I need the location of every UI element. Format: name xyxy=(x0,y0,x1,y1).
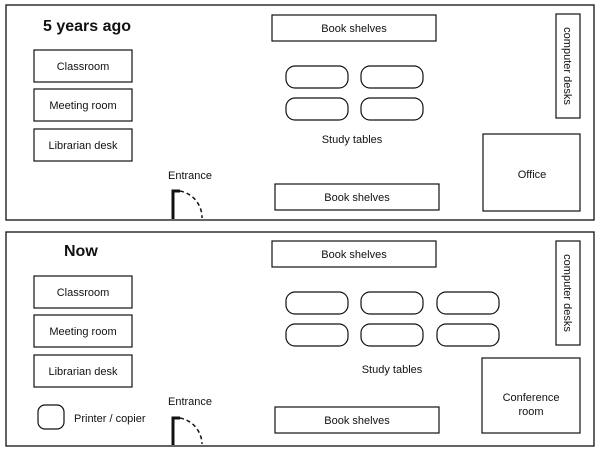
study-table xyxy=(436,323,500,347)
book-shelves-bottom-label: Book shelves xyxy=(324,192,390,204)
panel-now: Now Book shelves computer desks Classroo… xyxy=(5,231,595,447)
entrance-label: Entrance xyxy=(168,396,212,408)
book-shelves-bottom: Book shelves xyxy=(274,183,440,211)
office: Office xyxy=(482,133,581,212)
computer-desks: computer desks xyxy=(555,13,581,119)
study-table xyxy=(285,65,349,89)
printer-copier: Printer / copier xyxy=(37,404,146,430)
study-tables-label: Study tables xyxy=(322,134,383,146)
entrance-door-icon xyxy=(171,416,180,445)
conference-room-label-line2: room xyxy=(518,406,543,418)
study-table xyxy=(285,97,349,121)
classroom: Classroom xyxy=(33,49,133,83)
computer-desks-label: computer desks xyxy=(561,254,573,332)
study-table xyxy=(285,291,349,315)
computer-desks: computer desks xyxy=(555,240,581,346)
librarian-desk: Librarian desk xyxy=(33,128,133,162)
book-shelves-top-label: Book shelves xyxy=(321,249,387,261)
classroom-label: Classroom xyxy=(57,61,110,73)
study-table xyxy=(436,291,500,315)
book-shelves-bottom-label: Book shelves xyxy=(324,415,390,427)
office-label: Office xyxy=(518,169,547,181)
study-table xyxy=(360,65,424,89)
conference-room: Conference room xyxy=(481,357,581,434)
librarian-desk-label: Librarian desk xyxy=(48,140,118,152)
printer-copier-label: Printer / copier xyxy=(74,413,146,425)
printer-copier-icon xyxy=(37,404,65,430)
book-shelves-top-label: Book shelves xyxy=(321,23,387,35)
entrance: Entrance xyxy=(168,396,212,445)
librarian-desk: Librarian desk xyxy=(33,354,133,388)
entrance: Entrance xyxy=(168,170,212,219)
meeting-room: Meeting room xyxy=(33,88,133,122)
book-shelves-top: Book shelves xyxy=(271,14,437,42)
entrance-label: Entrance xyxy=(168,170,212,182)
door-swing-icon xyxy=(179,190,203,219)
meeting-room: Meeting room xyxy=(33,314,133,348)
door-swing-icon xyxy=(179,417,203,445)
panel-heading: Now xyxy=(64,243,98,260)
entrance-door-icon xyxy=(171,189,180,219)
meeting-room-label: Meeting room xyxy=(49,326,116,338)
study-tables-label: Study tables xyxy=(362,364,423,376)
librarian-desk-label: Librarian desk xyxy=(48,366,118,378)
study-table xyxy=(285,323,349,347)
study-table xyxy=(360,323,424,347)
study-tables-group: Study tables xyxy=(285,65,424,146)
book-shelves-top: Book shelves xyxy=(271,240,437,268)
panel-five-years-ago: 5 years ago Book shelves computer desks … xyxy=(5,4,595,221)
classroom-label: Classroom xyxy=(57,287,110,299)
study-tables-group: Study tables xyxy=(285,291,500,376)
book-shelves-bottom: Book shelves xyxy=(274,406,440,434)
study-table xyxy=(360,97,424,121)
panel-heading: 5 years ago xyxy=(43,18,131,35)
study-table xyxy=(360,291,424,315)
computer-desks-label: computer desks xyxy=(561,27,573,105)
conference-room-label-line1: Conference xyxy=(503,392,560,404)
classroom: Classroom xyxy=(33,275,133,309)
meeting-room-label: Meeting room xyxy=(49,100,116,112)
